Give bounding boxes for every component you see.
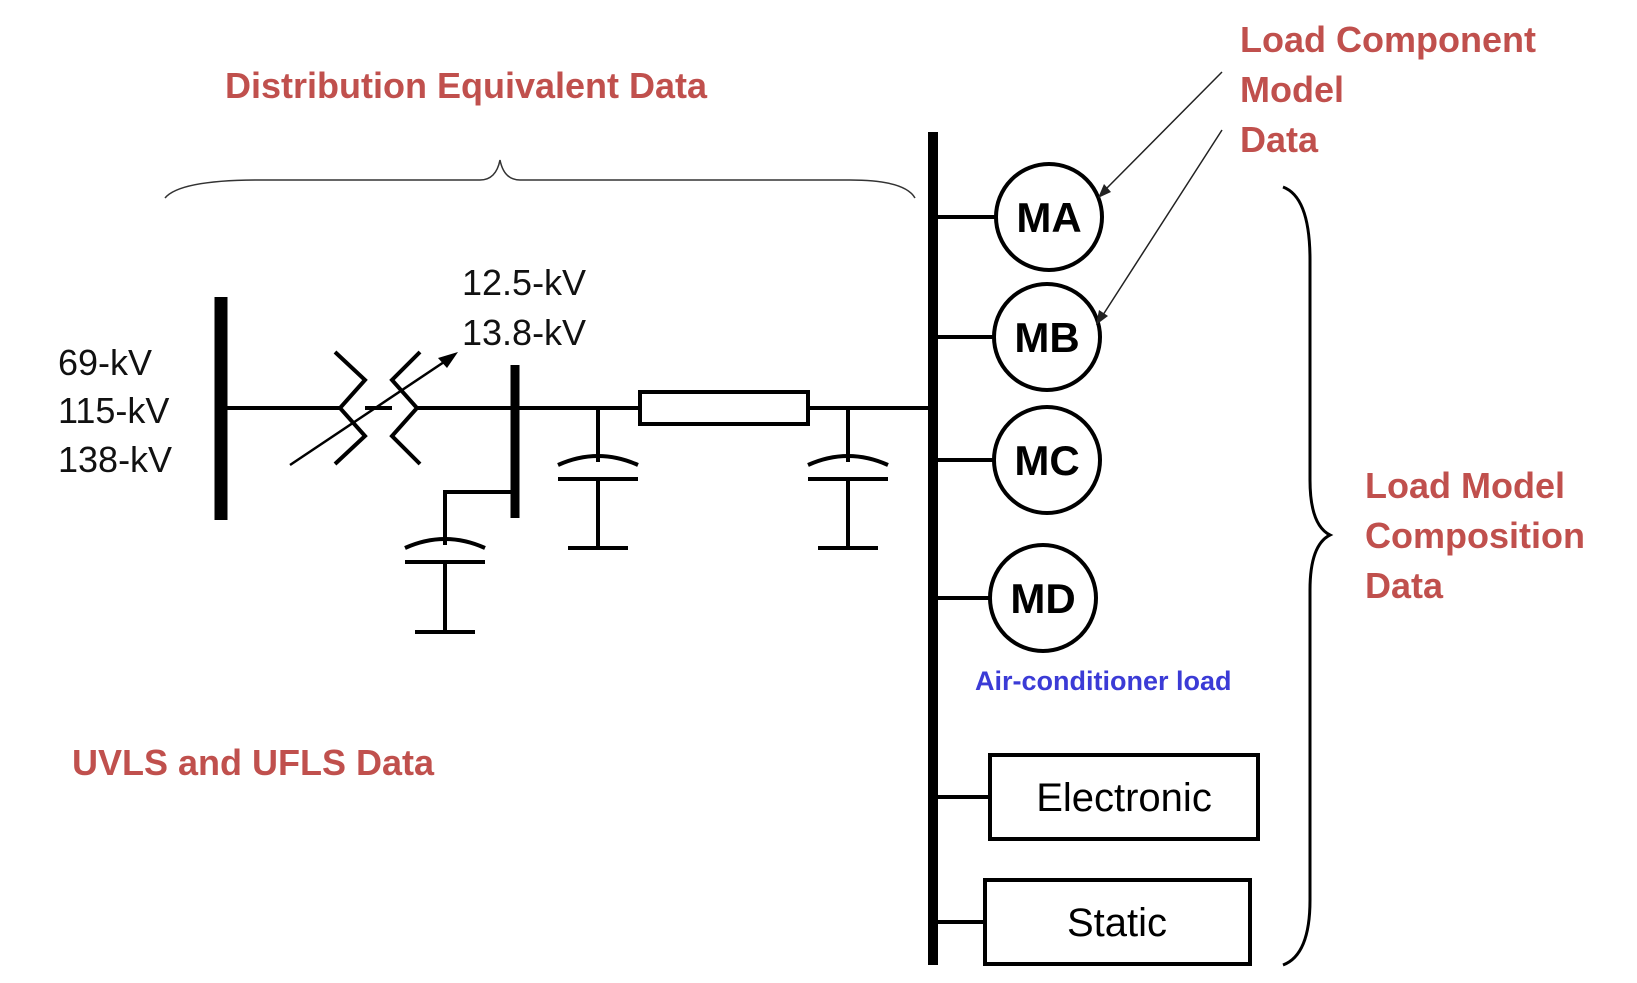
feeder-impedance xyxy=(638,390,810,426)
electronic-load: Electronic xyxy=(933,753,1260,841)
distribution-voltage-labels: 12.5-kV 13.8-kV xyxy=(462,262,586,353)
distribution-brace xyxy=(164,159,916,199)
svg-text:69-kV: 69-kV xyxy=(58,342,152,383)
svg-text:Model: Model xyxy=(1240,69,1344,110)
svg-text:Load Component: Load Component xyxy=(1240,19,1536,60)
electronic-load-label: Electronic xyxy=(1036,776,1212,820)
motor-mc-label: MC xyxy=(1014,437,1079,484)
motor-ma-label: MA xyxy=(1016,194,1081,241)
motor-md-symbol xyxy=(988,543,1098,653)
motor-md: MD xyxy=(933,543,1098,653)
svg-text:Data: Data xyxy=(1240,119,1319,160)
load-model-composition-label: Load Model Composition Data xyxy=(1365,465,1585,606)
substation-capacitor xyxy=(404,490,515,634)
transmission-voltage-labels: 69-kV 115-kV 138-kV xyxy=(58,342,172,480)
distribution-equivalent-label: Distribution Equivalent Data xyxy=(225,65,708,106)
motor-mb: MB xyxy=(933,282,1102,392)
svg-text:115-kV: 115-kV xyxy=(58,390,169,431)
uvls-ufls-label: UVLS and UFLS Data xyxy=(72,742,435,783)
arrow-to-mb xyxy=(1100,129,1223,319)
motor-ma: MA xyxy=(933,162,1104,272)
load-component-model-label: Load Component Model Data xyxy=(1240,19,1536,160)
composition-brace xyxy=(1282,185,1334,967)
motor-mb-label: MB xyxy=(1014,314,1079,361)
arrow-to-ma-head xyxy=(1098,184,1111,198)
svg-text:Load Model: Load Model xyxy=(1365,465,1565,506)
motor-md-label: MD xyxy=(1010,575,1075,622)
tap-arrowhead xyxy=(438,352,458,368)
svg-text:13.8-kV: 13.8-kV xyxy=(462,312,586,353)
electronic-load-box xyxy=(988,753,1260,841)
motor-mc: MC xyxy=(933,405,1102,515)
svg-text:138-kV: 138-kV xyxy=(58,439,172,480)
component-model-arrows xyxy=(1096,71,1223,325)
tap-arrow xyxy=(289,358,448,467)
air-conditioner-label: Air-conditioner load xyxy=(975,666,1232,696)
svg-text:12.5-kV: 12.5-kV xyxy=(462,262,586,303)
static-load-box xyxy=(983,878,1252,966)
svg-text:Data: Data xyxy=(1365,565,1444,606)
feeder-capacitor-right xyxy=(807,408,889,550)
motor-ma-symbol xyxy=(994,162,1104,272)
motor-mc-symbol xyxy=(992,405,1102,515)
feeder-capacitor-left xyxy=(557,408,639,550)
arrow-to-mb-head xyxy=(1096,310,1108,325)
arrow-to-ma xyxy=(1102,71,1223,193)
tap-changing-transformer xyxy=(289,350,458,467)
static-load: Static xyxy=(933,878,1252,966)
svg-text:Composition: Composition xyxy=(1365,515,1585,556)
static-load-label: Static xyxy=(1067,901,1167,945)
motor-mb-symbol xyxy=(992,282,1102,392)
